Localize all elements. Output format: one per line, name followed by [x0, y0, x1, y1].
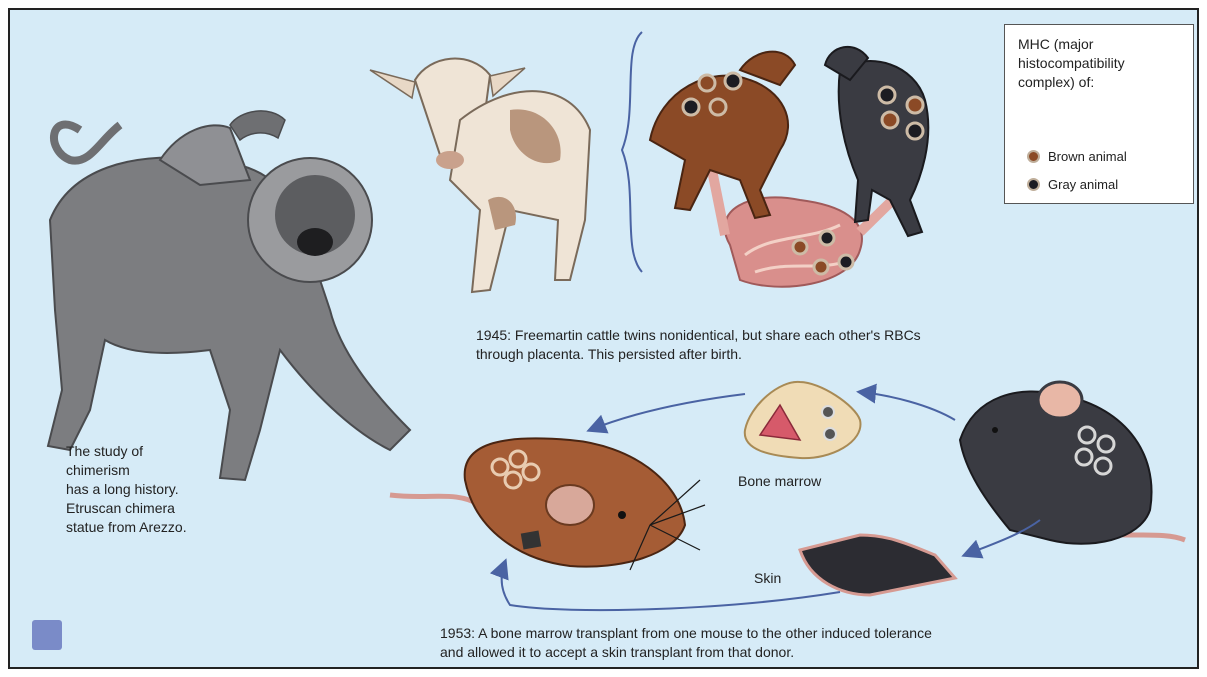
- skin-label: Skin: [754, 569, 781, 588]
- cattle-caption: 1945: Freemartin cattle twins nonidentic…: [476, 326, 1096, 364]
- figure-frame: The study of chimerism has a long histor…: [8, 8, 1199, 669]
- gray-dot-icon: [1027, 178, 1040, 191]
- bone-marrow-label: Bone marrow: [738, 472, 821, 491]
- gray-mouse-illustration: [960, 382, 1185, 544]
- chimera-caption: The study of chimerism has a long histor…: [66, 442, 256, 537]
- legend-title: MHC (major histocompatibility complex) o…: [1018, 35, 1188, 92]
- brown-dot-icon: [1027, 150, 1040, 163]
- cattle-bracket: [622, 32, 642, 272]
- bone-marrow-illustration: [745, 382, 861, 458]
- cow-illustration: [370, 59, 590, 292]
- chimera-statue-illustration: [48, 111, 410, 480]
- legend-item-brown: Brown animal: [1027, 149, 1127, 164]
- mhc-legend: MHC (major histocompatibility complex) o…: [1004, 24, 1194, 204]
- skin-graft-illustration: [800, 535, 955, 595]
- brown-mouse-illustration: [390, 438, 705, 570]
- transplant-caption: 1953: A bone marrow transplant from one …: [440, 624, 1160, 662]
- legend-item-label: Brown animal: [1048, 149, 1127, 164]
- legend-item-label: Gray animal: [1048, 177, 1118, 192]
- cattle-twins-illustration: [650, 47, 928, 287]
- publisher-logo-icon: [32, 620, 62, 650]
- legend-item-gray: Gray animal: [1027, 177, 1118, 192]
